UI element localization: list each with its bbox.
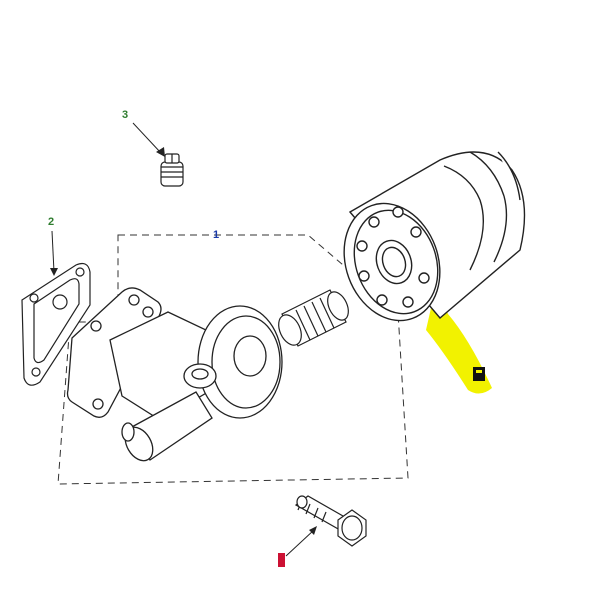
callout-2-leader (51, 230, 55, 273)
plug-part-3[interactable] (160, 153, 184, 187)
callout-3-label[interactable]: 3 (122, 109, 128, 121)
assembly-boundary-dashed (57, 234, 409, 485)
mounting-bolt[interactable] (294, 495, 367, 547)
callout-2-label[interactable]: 2 (48, 216, 54, 228)
black-label-icon (473, 367, 485, 381)
gasket-part-2[interactable] (21, 262, 91, 386)
bolt-callout-arrowhead (309, 526, 317, 535)
filter-adapter-part-1[interactable] (66, 287, 283, 466)
oil-filter-canister[interactable] (328, 151, 526, 334)
callout-1-label[interactable]: 1 (213, 229, 219, 241)
callout-2-arrowhead (50, 268, 58, 276)
callout-3-leader (132, 122, 162, 154)
red-marker-icon[interactable] (278, 553, 285, 567)
bolt-callout-leader (285, 529, 315, 557)
threaded-nipple[interactable] (274, 289, 352, 349)
callout-3-arrowhead (156, 147, 165, 157)
black-label-mark (476, 370, 482, 373)
